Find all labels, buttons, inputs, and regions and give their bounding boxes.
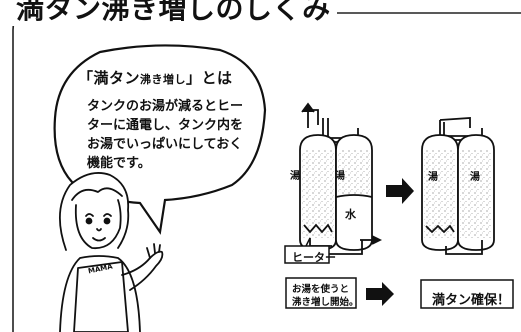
heater-label: ヒーター bbox=[292, 251, 336, 264]
bubble-heading-main: 「満タン bbox=[78, 69, 141, 87]
character-bangs bbox=[71, 187, 123, 201]
step-text-line-1: お湯を使うと bbox=[292, 284, 350, 295]
arrow-transition bbox=[386, 178, 414, 204]
tank-label-hot-left-before: 湯 bbox=[290, 171, 300, 182]
result-label: 満タン確保！ bbox=[432, 293, 511, 308]
character bbox=[58, 172, 164, 332]
bubble-body-line-4: 機能です。 bbox=[87, 156, 151, 171]
bubble-heading-small: 沸き増し bbox=[140, 73, 187, 86]
tank-label-water-before: 水 bbox=[345, 208, 356, 221]
step-box bbox=[285, 277, 357, 309]
tank-set-before bbox=[299, 102, 383, 255]
bubble-body-line-1: タンクのお湯が減るとヒー bbox=[87, 99, 244, 114]
character-mouth bbox=[92, 237, 106, 242]
tank-label-hot-right-after: 湯 bbox=[470, 172, 480, 183]
tank-set-after bbox=[421, 117, 495, 255]
step-text-line-2: 沸き増し開始。 bbox=[292, 297, 359, 308]
bubble-heading: 「満タン沸き増し」とは bbox=[78, 67, 233, 88]
tank-label-hot-right-before: 湯 bbox=[335, 171, 345, 182]
character-apron bbox=[73, 261, 129, 332]
heater-label-box bbox=[284, 245, 330, 264]
character-face bbox=[74, 199, 122, 250]
bubble-heading-tail: 」とは bbox=[186, 69, 233, 87]
bubble-body-line-3: お湯でいっぱいにしておく bbox=[87, 137, 243, 152]
character-arm bbox=[121, 250, 164, 291]
bubble-body-line-2: ターに通電し、タンク内を bbox=[87, 118, 244, 133]
tank-label-hot-left-after: 湯 bbox=[428, 172, 438, 183]
diagram-title: 満タン沸き増しのしくみ bbox=[12, 0, 337, 26]
heater-coil bbox=[303, 223, 333, 234]
result-box bbox=[420, 279, 514, 309]
arrow-step bbox=[366, 282, 394, 306]
